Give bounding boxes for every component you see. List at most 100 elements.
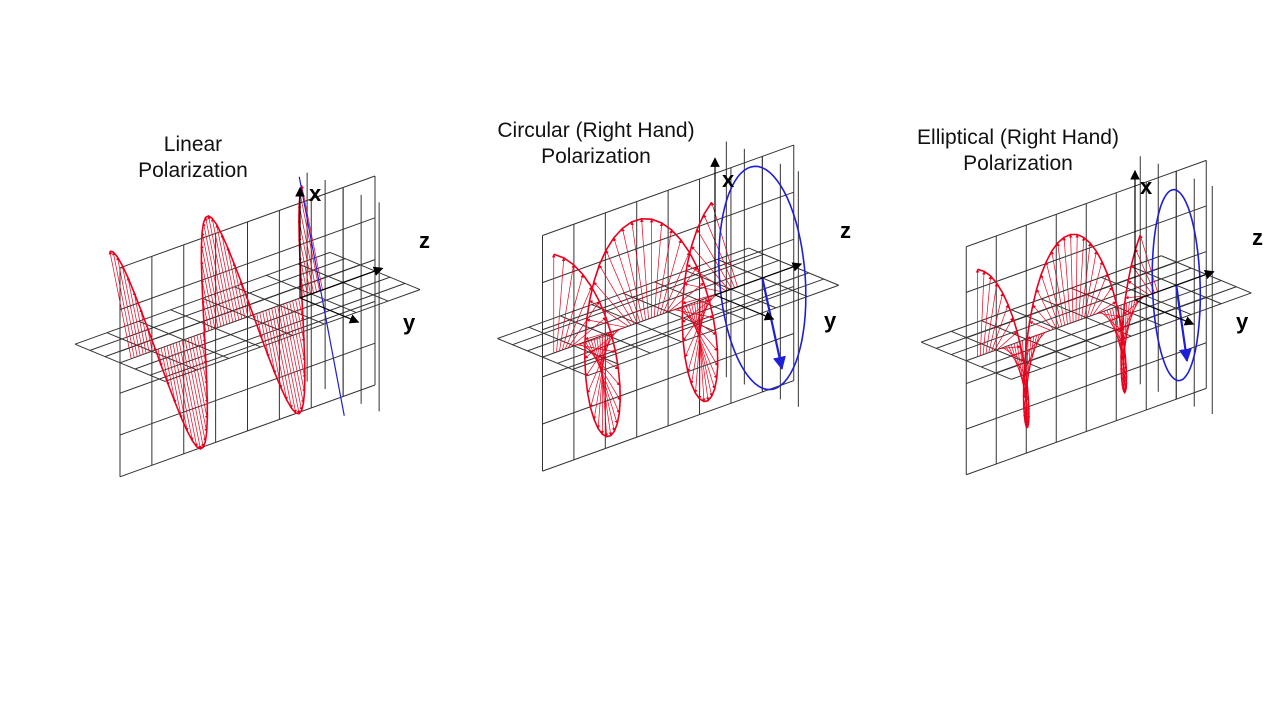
field-vector [121, 264, 141, 356]
field-vector [596, 334, 606, 429]
field-vector [283, 303, 305, 404]
field-vector [1075, 234, 1079, 322]
field-vector [298, 204, 317, 293]
field-vector [621, 227, 644, 322]
field-vector [1112, 308, 1128, 380]
field-vector [564, 286, 592, 350]
field-vector [1086, 261, 1103, 318]
field-vector [184, 339, 207, 442]
field-vector [239, 280, 249, 317]
field-vector [112, 251, 135, 358]
field-vector [1036, 288, 1057, 329]
field-vector [200, 278, 213, 330]
field-vector [181, 340, 205, 448]
coordinate-grid [921, 156, 1252, 476]
field-vector [172, 343, 194, 442]
field-vector [662, 251, 690, 314]
field-vector [298, 256, 308, 296]
field-wave [552, 165, 807, 438]
y-axis [299, 297, 360, 324]
field-vector [985, 283, 999, 354]
field-vector [653, 222, 664, 317]
field-vector [605, 249, 638, 324]
field-vector [1062, 236, 1071, 324]
field-vector [1029, 321, 1051, 331]
field-vector [599, 336, 609, 437]
field-vector [599, 264, 635, 325]
panel-title-line-1: Elliptical (Right Hand) [917, 126, 1119, 149]
field-vector [292, 300, 306, 362]
field-vector [1120, 298, 1139, 347]
coordinate-grid [497, 141, 839, 472]
field-vector [298, 192, 320, 292]
field-vector [271, 308, 293, 409]
field-vector [232, 262, 246, 318]
field-vector [169, 344, 189, 432]
field-vector [582, 342, 621, 386]
field-vector [200, 260, 216, 329]
z-axis-label: z [419, 228, 430, 253]
panel-elliptical: Elliptical (Right Hand) Polarization x z… [917, 126, 1263, 476]
y-axis-label: y [824, 308, 837, 333]
field-vector [132, 291, 147, 354]
field-vector [166, 345, 183, 419]
field-vector [262, 311, 277, 375]
field-vector [295, 299, 306, 343]
field-vector [286, 302, 306, 393]
field-vector [190, 337, 209, 420]
field-vector [1125, 295, 1147, 300]
field-vector [259, 312, 270, 358]
field-vector [289, 301, 306, 379]
field-vector [187, 338, 208, 433]
field-vector [277, 305, 301, 415]
field-vector [297, 219, 314, 294]
field-vector [207, 215, 231, 324]
field-vector [694, 302, 710, 401]
field-vector [590, 339, 618, 424]
field-vector [991, 304, 1009, 352]
z-axis [299, 266, 384, 299]
field-vector [196, 335, 208, 385]
projection-line [298, 176, 345, 416]
field-vector [1106, 309, 1126, 359]
field-vector [630, 221, 646, 321]
panel-title-line-2: Polarization [963, 152, 1073, 175]
field-vector [683, 282, 724, 293]
field-vector [688, 304, 716, 390]
panel-title-line-1: Linear [164, 133, 222, 156]
field-vector [1081, 242, 1092, 320]
field-vector [562, 274, 584, 351]
field-vector [710, 201, 738, 288]
field-vector [567, 301, 600, 349]
field-vector [592, 333, 609, 420]
projection-ellipse [1151, 188, 1202, 382]
panel-title-line-2: Polarization [541, 145, 651, 168]
x-axis-label: x [722, 167, 735, 192]
field-vector [1023, 333, 1043, 372]
field-vector [979, 270, 986, 356]
field-vector [178, 341, 202, 450]
field-vector [200, 244, 219, 328]
field-vector [665, 266, 698, 313]
projection-ellipse [717, 165, 807, 391]
field-vector [1092, 286, 1113, 316]
field-vector [1025, 332, 1046, 356]
z-axis [1134, 270, 1215, 301]
field-vector [1016, 342, 1031, 420]
field-vector [265, 310, 283, 389]
field-vector [668, 282, 704, 312]
field-vector [280, 304, 303, 411]
field-vector [656, 229, 673, 316]
field-vector [982, 275, 993, 355]
field-vector [1120, 299, 1136, 361]
field-vector [1095, 301, 1117, 315]
field-envelope [977, 233, 1141, 429]
field-vector [300, 185, 323, 290]
field-vector [298, 236, 311, 295]
field-envelope [553, 201, 719, 438]
field-vector [1127, 280, 1150, 296]
field-vector [556, 257, 566, 353]
panel-title-line-1: Circular (Right Hand) [497, 119, 694, 142]
field-vector [126, 276, 144, 355]
